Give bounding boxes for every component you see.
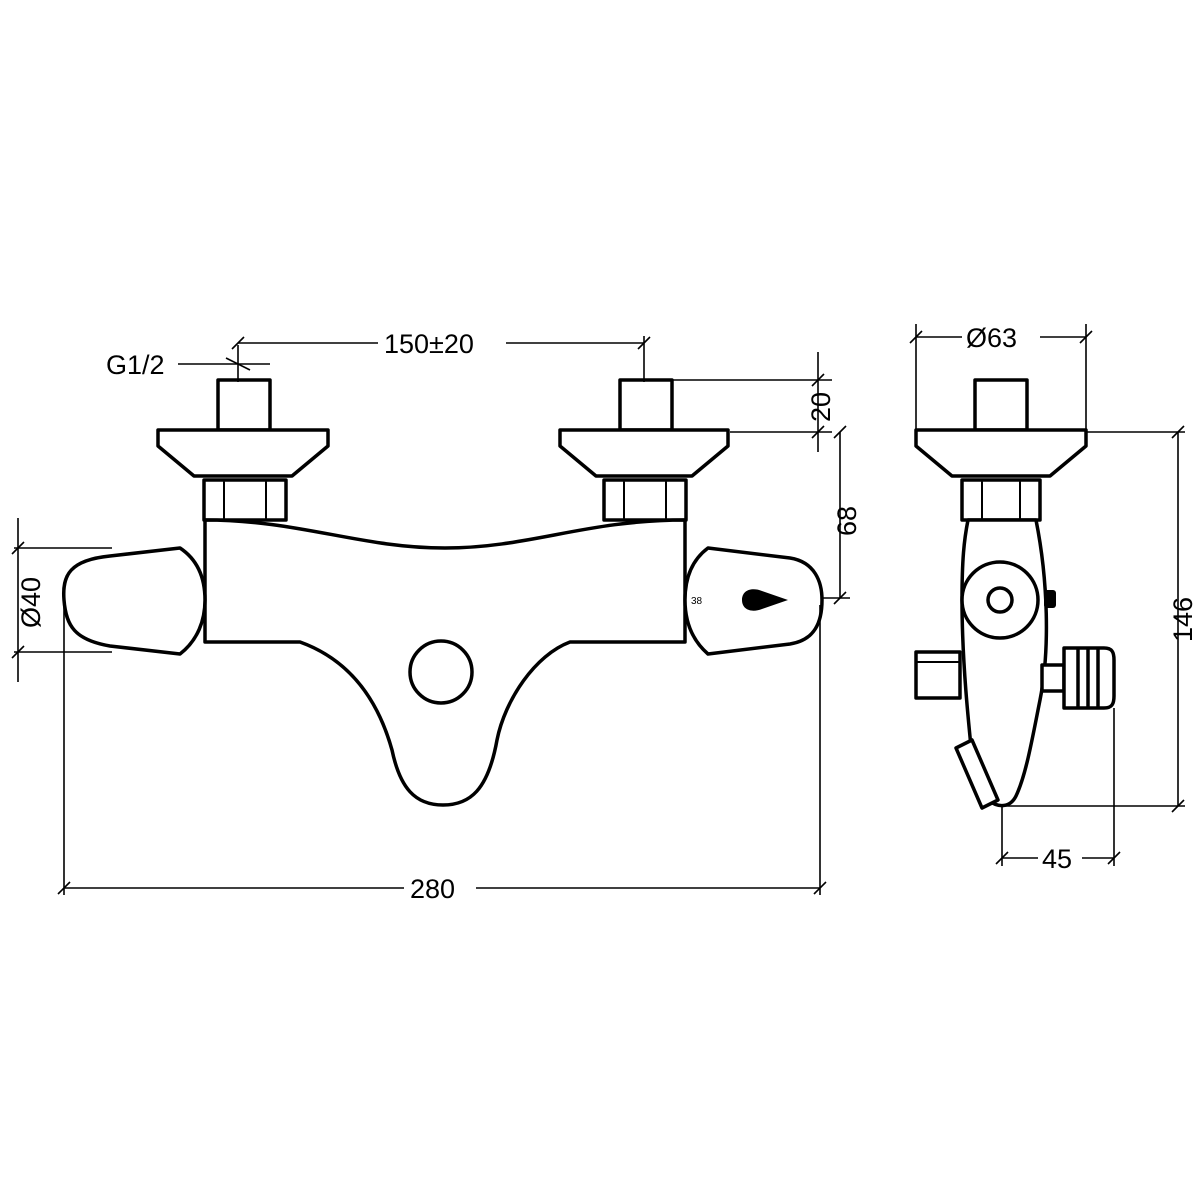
side-left-connector [914, 650, 962, 700]
dim-thread-label: G1/2 [106, 350, 165, 380]
dim-rosette-diameter-label: Ø63 [966, 323, 1017, 353]
side-angled-spout [954, 738, 1000, 810]
dim-rosette-diameter: Ø63 [909, 323, 1093, 430]
dim-overall-width-label: 280 [410, 874, 455, 904]
dim-thread-size: G1/2 [106, 345, 270, 382]
dimension-lines: G1/2 150±20 20 68 [11, 323, 1198, 904]
left-handle [61, 546, 207, 656]
dim-handle-diameter: Ø40 [11, 518, 112, 682]
left-hex-nut [202, 478, 288, 522]
spout-outlet-circle [408, 639, 474, 705]
dim-body-offset: 68 [822, 425, 862, 605]
temperature-setting-label: 38 [691, 596, 703, 607]
dim-projection-depth: 45 [995, 708, 1121, 874]
front-view: 38 [61, 378, 824, 807]
dim-body-offset-label: 68 [832, 506, 862, 536]
right-rosette [558, 428, 730, 478]
dim-overall-height-label: 146 [1168, 597, 1198, 642]
dim-inlet-spacing: 150±20 [231, 329, 651, 382]
side-knob-center [986, 586, 1014, 614]
temperature-indicator-mark [742, 589, 788, 611]
side-view [914, 378, 1116, 810]
dim-overall-width: 280 [57, 605, 827, 904]
right-hex-nut [602, 478, 688, 522]
side-inlet-pipe [973, 378, 1029, 432]
mixer-body [203, 518, 687, 807]
dim-inlet-height: 20 [672, 352, 836, 452]
side-knob-stop [1044, 590, 1056, 608]
dim-inlet-spacing-label: 150±20 [384, 329, 474, 359]
left-rosette [156, 428, 330, 478]
dim-overall-height: 146 [1000, 425, 1198, 813]
left-inlet-pipe [216, 378, 272, 432]
dim-inlet-height-label: 20 [806, 392, 836, 422]
side-rosette [914, 428, 1088, 478]
right-inlet-pipe [618, 378, 674, 432]
dim-handle-diameter-label: Ø40 [16, 577, 46, 628]
dim-projection-depth-label: 45 [1042, 844, 1072, 874]
side-control-knob [960, 560, 1040, 640]
side-hex-nut [960, 478, 1042, 522]
side-hose-connector [1040, 646, 1116, 710]
